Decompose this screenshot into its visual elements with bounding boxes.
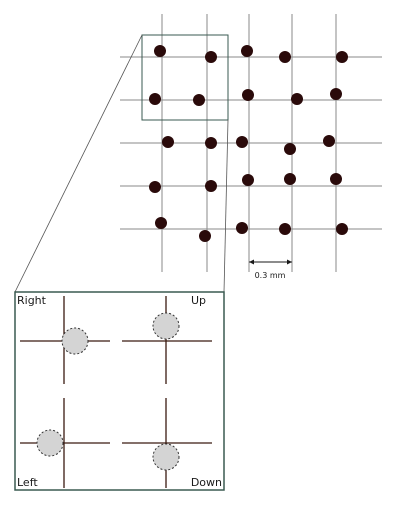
- inset-label-left: Left: [17, 476, 38, 489]
- dot: [330, 88, 342, 100]
- scale-bar: [249, 259, 292, 265]
- dot: [193, 94, 205, 106]
- offset-dot-right: [61, 327, 89, 355]
- inset-label-up: Up: [191, 294, 206, 307]
- inset-label-right: Right: [17, 294, 47, 307]
- dot: [236, 222, 248, 234]
- dot: [284, 173, 296, 185]
- dot: [162, 136, 174, 148]
- dot: [279, 51, 291, 63]
- offset-dot-up: [152, 312, 180, 340]
- offset-dot-left: [36, 429, 64, 457]
- dot: [205, 51, 217, 63]
- dot: [284, 143, 296, 155]
- dot: [205, 180, 217, 192]
- dot: [279, 223, 291, 235]
- dot: [242, 174, 254, 186]
- zoom-region-box: [141, 34, 229, 121]
- inset-label-down: Down: [191, 476, 222, 489]
- dot: [330, 173, 342, 185]
- dot: [323, 135, 335, 147]
- scale-bar-arrow-left: [249, 259, 254, 265]
- offset-dot-down: [152, 443, 180, 471]
- dot: [205, 137, 217, 149]
- dot: [154, 45, 166, 57]
- dot: [291, 93, 303, 105]
- dot: [149, 181, 161, 193]
- zoom-connectors: [14, 34, 229, 293]
- dot: [199, 230, 211, 242]
- dot: [241, 45, 253, 57]
- inset-cell-down: [122, 398, 212, 488]
- scale-bar-label: 0.3 mm: [255, 271, 286, 280]
- inset-cell-right: [20, 296, 110, 384]
- dot: [336, 51, 348, 63]
- inset-cell-up: [122, 296, 212, 384]
- dots: [149, 45, 348, 242]
- zoom-connector-left: [14, 34, 143, 293]
- scale-bar-arrow-right: [287, 259, 292, 265]
- inset-cell-left: [20, 398, 110, 488]
- dot: [149, 93, 161, 105]
- dot: [236, 136, 248, 148]
- inset-frame: [14, 291, 225, 491]
- dot: [242, 89, 254, 101]
- zoom-connector-right: [223, 119, 229, 293]
- dot: [336, 223, 348, 235]
- dot: [155, 217, 167, 229]
